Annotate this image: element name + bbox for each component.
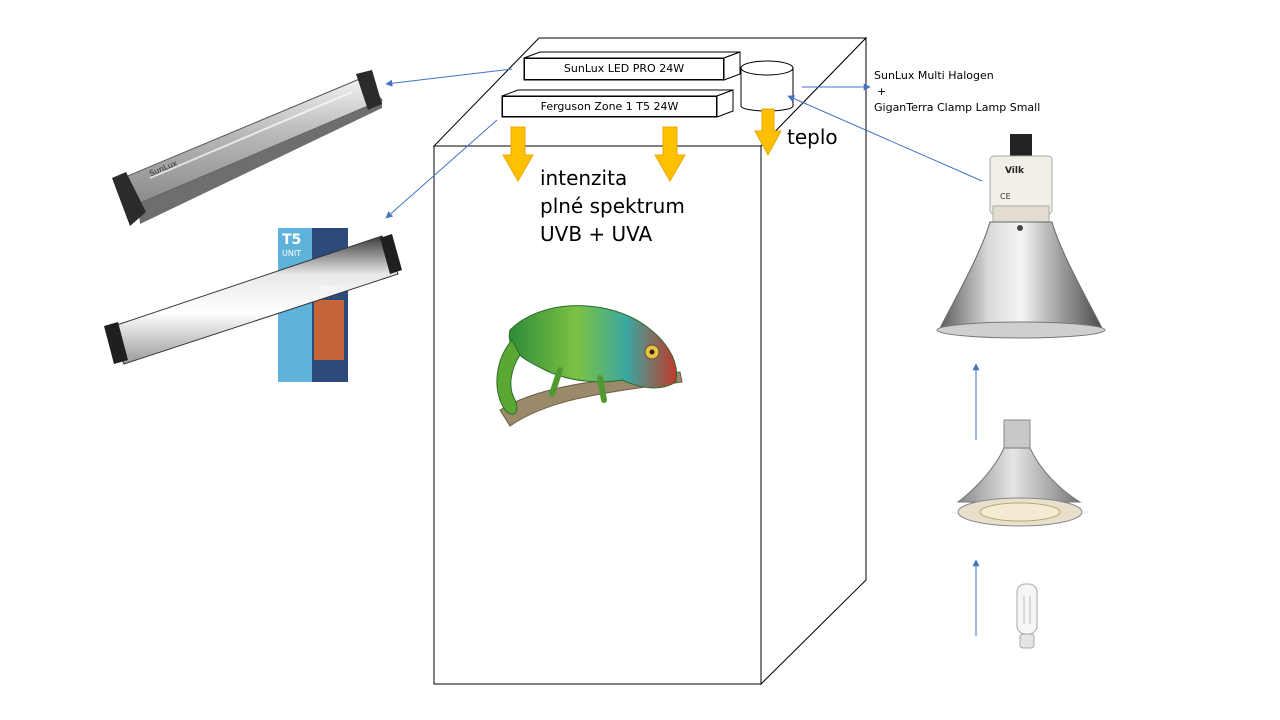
full-spectrum-label: plné spektrum — [540, 194, 685, 218]
halogen-label-line1: SunLux Multi Halogen — [874, 69, 994, 82]
sunlux-led-label: SunLux LED PRO 24W — [524, 58, 724, 80]
terrarium-front-face — [433, 145, 762, 685]
down-arrow-heat — [754, 108, 782, 157]
connector-lines — [385, 68, 983, 636]
down-arrow-middle — [654, 126, 686, 183]
halogen-label-plus: + — [877, 85, 887, 98]
terrarium-box — [432, 36, 868, 686]
connector-clamp-to-cylinder — [787, 95, 983, 182]
halogen-label-line2: GiganTerra Clamp Lamp Small — [874, 101, 1041, 114]
halogen-lamp-cylinder — [740, 60, 794, 112]
clamp-ce-print: CE — [1000, 192, 1011, 201]
clamp-brand-print: Vilk — [1005, 166, 1024, 176]
t5-box-badge: T5 — [282, 232, 302, 248]
heat-label: teplo — [787, 125, 838, 149]
t5-box-unit: UNIT — [282, 249, 302, 258]
chameleon-image — [496, 305, 683, 427]
ferguson-t5-unit-image — [104, 228, 402, 382]
clamp-lamp-dome-image — [936, 134, 1106, 339]
t5-box-zone: ZONE 1 — [318, 285, 345, 293]
intensity-label: intenzita — [540, 166, 628, 190]
connector-led-to-photo — [385, 68, 513, 87]
light-arrows — [502, 108, 782, 183]
sunlux-led-lamp-image — [112, 70, 383, 226]
halogen-reflector-image — [956, 419, 1083, 527]
g9-bulb-image — [1016, 583, 1038, 649]
down-arrow-left — [502, 126, 534, 183]
connector-t5-to-photo — [385, 119, 498, 219]
ferguson-label: Ferguson Zone 1 T5 24W — [502, 96, 717, 117]
uv-label: UVB + UVA — [540, 222, 653, 246]
